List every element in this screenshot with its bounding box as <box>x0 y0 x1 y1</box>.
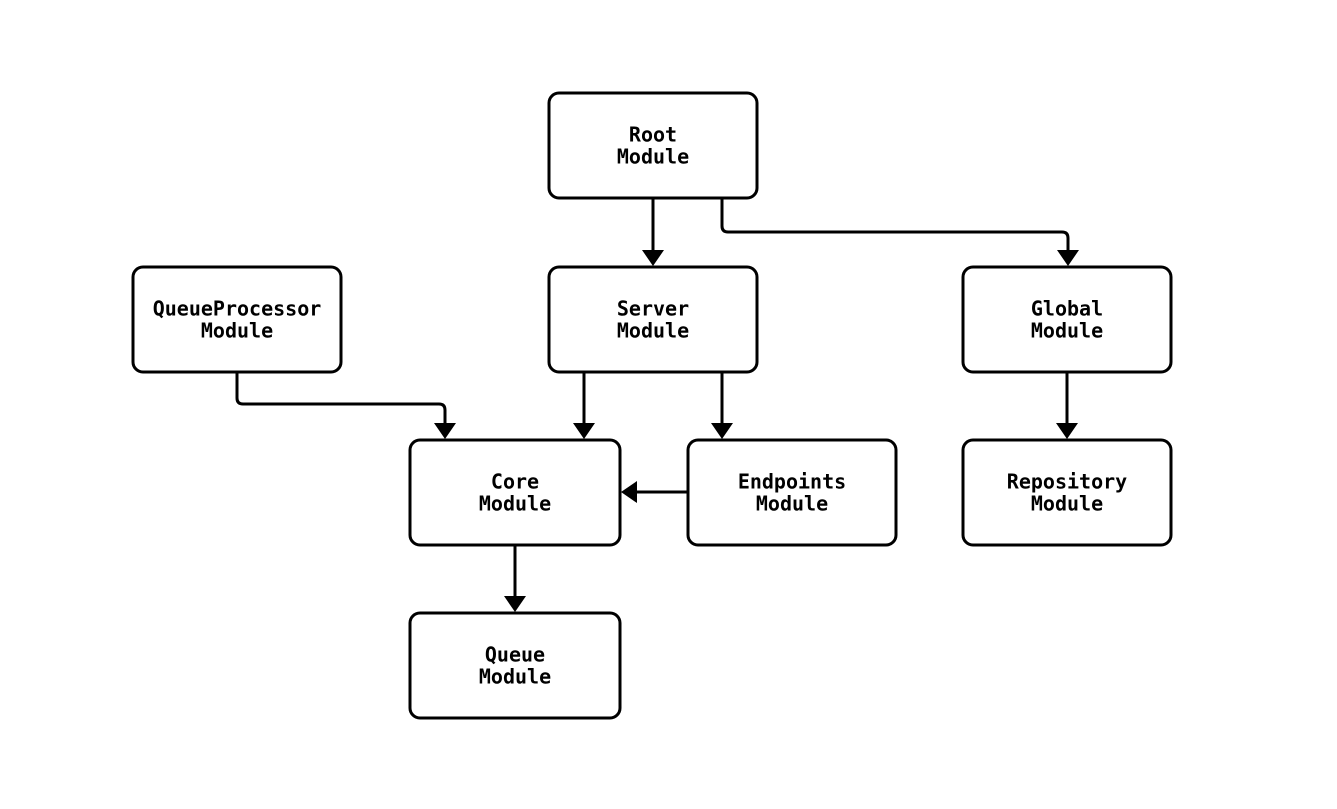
arrowhead-icon <box>642 250 664 266</box>
arrowhead-icon <box>573 423 595 439</box>
node-box <box>547 265 759 374</box>
edge-core-to-queue <box>504 545 526 612</box>
node-box <box>961 265 1173 374</box>
edge-global-to-repository <box>1056 372 1078 439</box>
edge-root-to-global <box>720 198 1079 266</box>
node-box <box>961 438 1173 547</box>
arrowhead-icon <box>434 423 456 439</box>
edge-endpoints-to-core <box>621 481 688 503</box>
edge-root-to-server <box>642 198 664 266</box>
node-box <box>408 438 622 547</box>
node-box <box>547 91 759 200</box>
node-box <box>131 265 343 374</box>
node-box <box>408 611 622 720</box>
edge-server-to-endpoints <box>711 372 733 439</box>
arrowhead-icon <box>1056 423 1078 439</box>
node-box <box>686 438 898 547</box>
edge-server-to-core <box>573 372 595 439</box>
arrowhead-icon <box>504 596 526 612</box>
arrowhead-icon <box>621 481 637 503</box>
arrowhead-icon <box>1057 250 1079 266</box>
arrowhead-icon <box>711 423 733 439</box>
edge-queueprocessor-to-core <box>235 372 456 439</box>
